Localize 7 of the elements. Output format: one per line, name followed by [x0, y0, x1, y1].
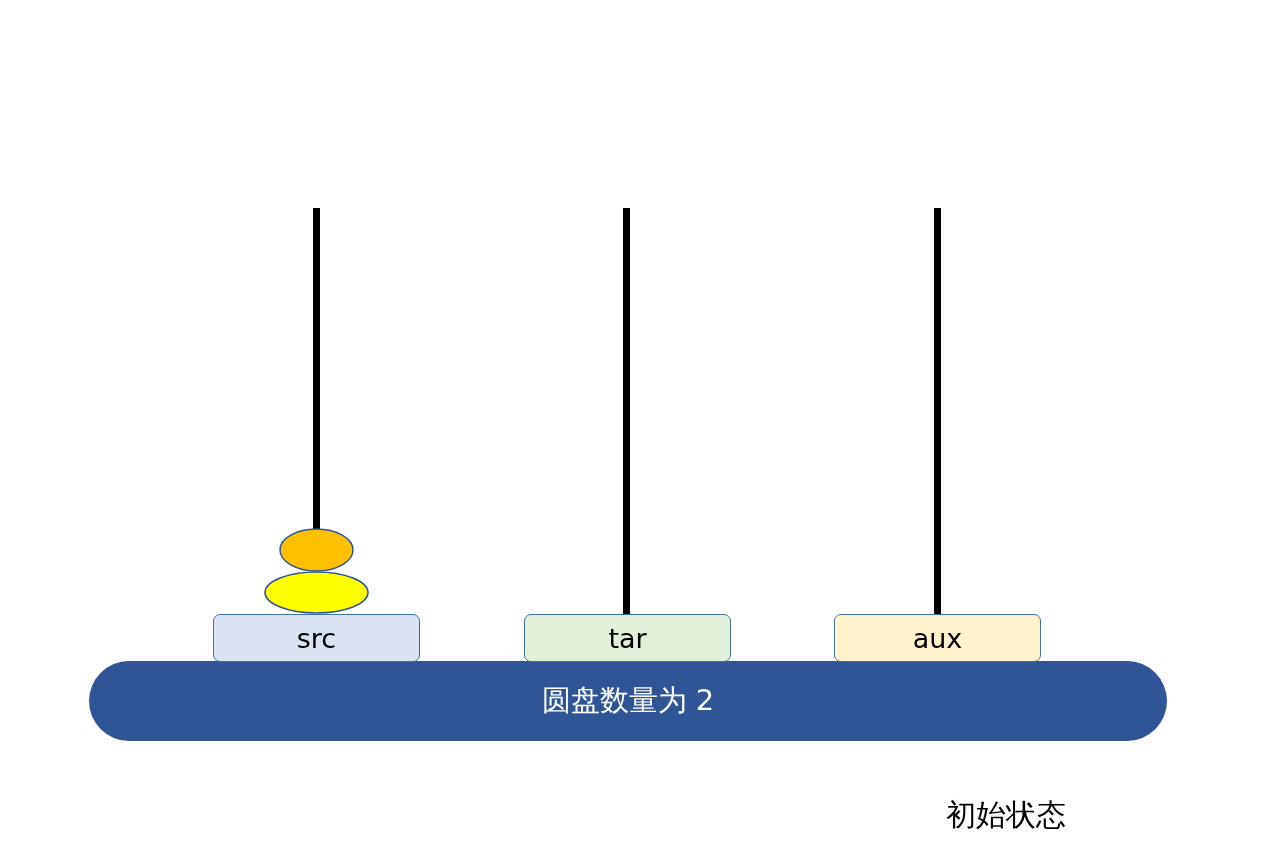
disk — [264, 571, 369, 614]
disk — [279, 528, 354, 572]
state-caption: 初始状态 — [946, 796, 1066, 834]
base-band: 圆盘数量为 2 — [89, 661, 1167, 741]
peg-label-box: tar — [524, 614, 731, 662]
peg-label-box: src — [213, 614, 420, 662]
peg-label-box: aux — [834, 614, 1041, 662]
